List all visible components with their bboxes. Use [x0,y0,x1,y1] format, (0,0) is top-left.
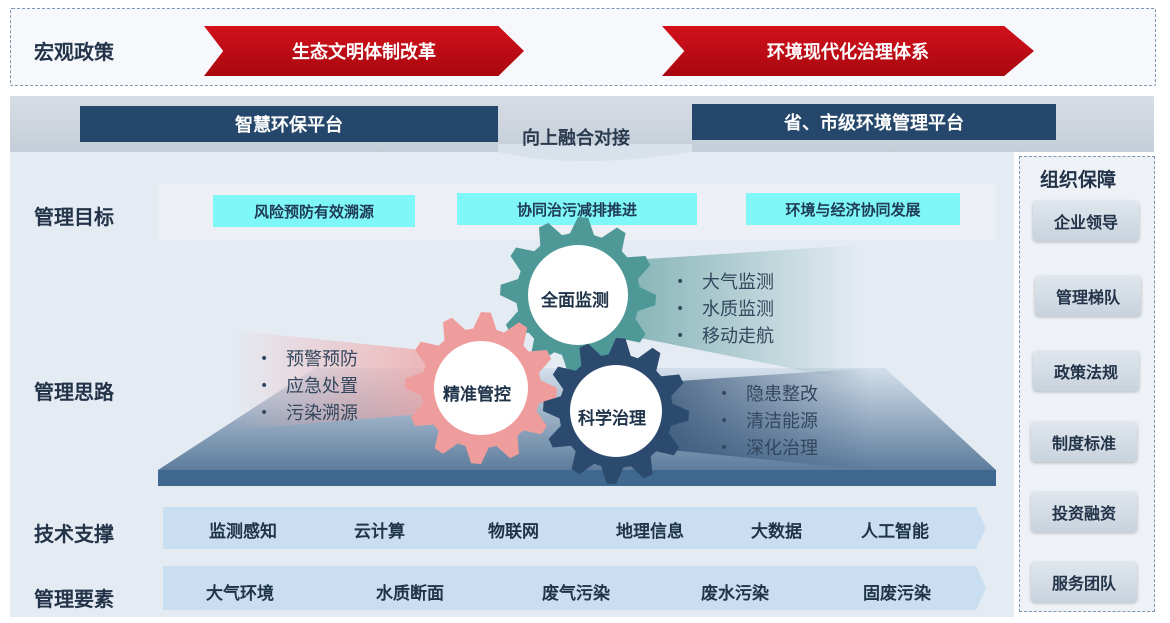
management-elements-strip [163,566,986,610]
gear-scientific-governance-center [570,365,662,457]
management-goals-label: 管理目标 [34,205,114,229]
gear-label-full-monitoring: 全面监测 [541,291,609,311]
org-item-management-team: 管理梯队 [1035,276,1141,316]
bullet-dot: • [720,440,729,456]
element-wastewater-pollution: 废水污染 [701,584,769,604]
bullet-text: 深化治理 [746,438,818,459]
platform-slab-edge [158,470,996,486]
element-water-section: 水质断面 [376,584,444,604]
tech-support-label: 技术支撑 [34,522,114,546]
bullet-dot: • [260,378,269,394]
gear-full-monitoring-center [528,245,628,345]
tech-support-strip [163,507,986,549]
macro-policy-label: 宏观政策 [34,40,114,64]
tech-item-ai: 人工智能 [861,522,929,542]
bullet-item: • 隐患整改 [720,381,818,408]
bullets-precise-control: • 预警预防 • 应急处置 • 污染溯源 [260,346,358,427]
gear-label-precise-control: 精准管控 [443,385,511,405]
bullet-item: • 大气监测 [676,269,774,296]
bullet-text: 清洁能源 [746,411,818,432]
platform-smart-env: 智慧环保平台 [80,106,498,142]
bullet-item: • 预警预防 [260,346,358,373]
bullet-item: • 污染溯源 [260,400,358,427]
beam-teal [600,245,860,382]
bullet-dot: • [676,328,685,344]
management-approach-label: 管理思路 [34,380,114,404]
bullet-dot: • [720,413,729,429]
org-guarantee-title: 组织保障 [1040,169,1117,191]
element-air: 大气环境 [206,584,274,604]
bullet-text: 水质监测 [702,299,774,320]
policy-arrow-text: 环境现代化治理体系 [767,42,929,63]
goal-risk-prevention: 风险预防有效溯源 [213,195,415,227]
center-caption: 向上融合对接 [522,128,630,149]
funnel-shape [498,144,692,161]
bullet-item: • 清洁能源 [720,408,818,435]
tech-item-bigdata: 大数据 [751,522,802,542]
bullet-text: 大气监测 [702,272,774,293]
tech-item-gis: 地理信息 [616,522,684,542]
org-item-standards: 制度标准 [1031,422,1137,462]
bullet-dot: • [260,351,269,367]
policy-arrow-ecological-reform: 生态文明体制改革 [204,26,524,76]
bullets-full-monitoring: • 大气监测 • 水质监测 • 移动走航 [676,269,774,350]
gear-precise-control-center [434,341,528,435]
org-item-enterprise-leaders: 企业领导 [1033,201,1139,241]
policy-arrow-text: 生态文明体制改革 [292,42,436,63]
platform-provincial: 省、市级环境管理平台 [692,104,1056,140]
tech-item-cloud: 云计算 [354,522,405,542]
tech-item-iot: 物联网 [488,522,539,542]
bullet-dot: • [676,274,685,290]
bullet-item: • 水质监测 [676,296,774,323]
bullet-text: 预警预防 [286,349,358,370]
org-item-policies-regulations: 政策法规 [1033,351,1139,391]
management-elements-label: 管理要素 [34,587,114,611]
tech-item-sensing: 监测感知 [209,522,277,542]
org-item-investment-financing: 投资融资 [1031,492,1137,532]
bullet-text: 污染溯源 [286,403,358,424]
goal-coordinated-reduction: 协同治污减排推进 [457,193,697,225]
bullet-text: 移动走航 [702,326,774,347]
org-item-service-team: 服务团队 [1031,562,1137,602]
policy-arrow-governance-system: 环境现代化治理体系 [662,26,1034,76]
bullet-dot: • [260,405,269,421]
bullet-text: 隐患整改 [746,384,818,405]
bullet-dot: • [720,386,729,402]
bullet-dot: • [676,301,685,317]
beam-navy [620,368,870,470]
element-gas-pollution: 废气污染 [542,584,610,604]
element-solid-waste: 固废污染 [863,584,931,604]
bullet-item: • 深化治理 [720,435,818,462]
beam-pink [230,330,470,430]
goal-env-economy: 环境与经济协同发展 [746,193,960,225]
bullets-scientific-governance: • 隐患整改 • 清洁能源 • 深化治理 [720,381,818,462]
bullet-item: • 移动走航 [676,323,774,350]
bullet-text: 应急处置 [286,376,358,397]
gear-label-scientific-governance: 科学治理 [578,409,646,429]
bullet-item: • 应急处置 [260,373,358,400]
